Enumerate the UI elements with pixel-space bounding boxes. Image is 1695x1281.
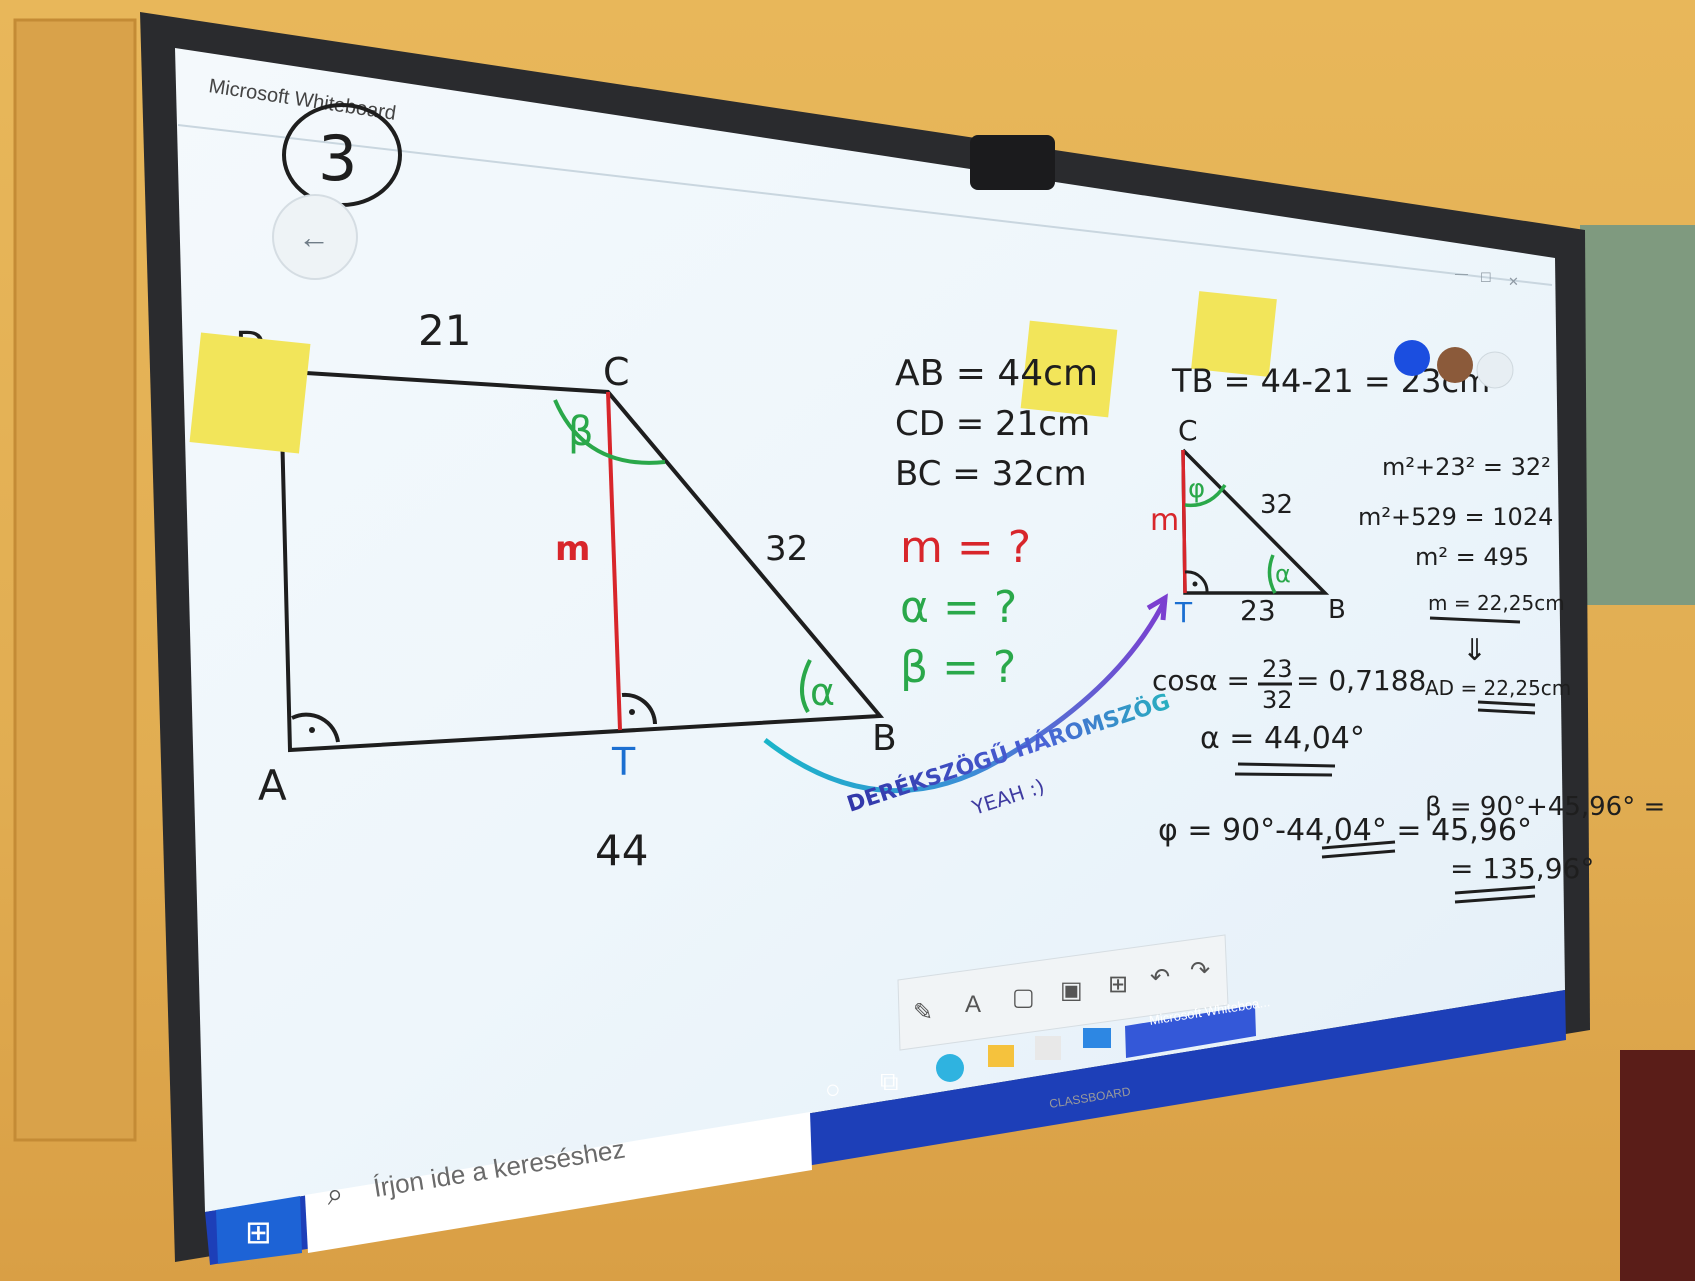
add-icon[interactable]: ⊞ [1108, 971, 1128, 998]
calc-m-result: m = 22,25cm [1428, 591, 1565, 615]
height-label: m [555, 529, 590, 569]
titlebar-divider [177, 124, 1553, 286]
calc-tb: TB = 44-21 = 23cm [1171, 362, 1490, 400]
toolbar-tools: ✎ A ▢ ▣ ⊞ ↶ ↷ [913, 957, 1210, 1026]
minimize-icon[interactable]: — [1455, 266, 1468, 281]
vertex-a-label: A [258, 761, 287, 810]
calc-cos-rhs: = 0,7188 [1296, 664, 1426, 697]
unknown-m: m = ? [900, 522, 1031, 573]
given-cd: CD = 21cm [895, 404, 1090, 444]
page-marker: 3 [318, 122, 357, 195]
vertex-b-label: B [872, 718, 897, 759]
sticky-note[interactable] [189, 332, 311, 454]
calc-phi-result: φ = 90°-44,04° = 45,96° [1158, 813, 1532, 848]
sticky-note[interactable] [1020, 320, 1118, 418]
given-ab: AB = 44cm [895, 353, 1098, 394]
calc-beta-result-2: = 135,96° [1450, 852, 1594, 885]
arrow-head [1146, 593, 1168, 621]
task-view-icon[interactable]: ⧉ [880, 1066, 899, 1096]
underline [1429, 616, 1521, 624]
underline [1321, 849, 1396, 859]
trapezoid-diagram [280, 370, 885, 753]
underline [1477, 700, 1536, 707]
triangle-phi-label: φ [1188, 474, 1205, 504]
side-top-label: 21 [418, 306, 471, 355]
calc-cos-num: 23 [1262, 655, 1293, 683]
side-bottom-label: 44 [595, 826, 648, 875]
note-icon[interactable]: ▢ [1012, 984, 1035, 1011]
right-triangle-diagram [1181, 448, 1330, 595]
side-right-label: 32 [765, 529, 808, 569]
underline [1234, 772, 1333, 777]
calc-beta-result-1: β = 90°+45,96° = [1425, 792, 1665, 822]
calc-alpha-result: α = 44,04° [1200, 721, 1365, 756]
undo-icon[interactable]: ↶ [1150, 964, 1170, 991]
search-icon: ⌕ [324, 1177, 346, 1212]
window-controls[interactable]: — ☐ ✕ [1455, 266, 1519, 289]
vertex-t-label: T [611, 740, 636, 784]
wall-panel-left [13, 18, 137, 1142]
maximize-icon[interactable]: ☐ [1480, 270, 1492, 285]
wall-box-right [1580, 225, 1695, 605]
triangle-alpha-label: α [1275, 560, 1291, 588]
arrow-left-icon: ← [298, 219, 330, 255]
calc-pyth-1: m²+23² = 32² [1382, 453, 1551, 481]
windows-icon: ⊞ [245, 1214, 272, 1250]
triangle-c-label: C [1178, 414, 1198, 447]
underline [1454, 894, 1536, 904]
underline [1321, 840, 1396, 850]
calc-cos-lhs: cosα = [1152, 664, 1250, 697]
store-icon[interactable] [1035, 1036, 1061, 1060]
back-button[interactable]: ← [272, 194, 358, 280]
triangle-b-label: B [1328, 595, 1346, 625]
curved-arrow [763, 598, 1168, 794]
calc-ad-result: AD = 22,25cm [1425, 676, 1571, 700]
more-icon[interactable] [1476, 351, 1514, 389]
edge-icon[interactable] [936, 1054, 964, 1082]
triangle-t-label: T [1174, 596, 1193, 629]
implies-arrow: ⇓ [1462, 634, 1487, 667]
triangle-base-label: 23 [1240, 594, 1276, 627]
triangle-m-label: m [1150, 503, 1179, 538]
mail-icon[interactable] [1083, 1028, 1111, 1048]
vertex-c-label: C [603, 350, 630, 394]
file-explorer-icon[interactable] [988, 1045, 1014, 1067]
angle-alpha-label: α [810, 670, 835, 714]
webcam [970, 135, 1055, 190]
redo-icon[interactable]: ↷ [1190, 957, 1210, 984]
triangle-hyp-label: 32 [1260, 490, 1293, 520]
close-icon[interactable]: ✕ [1508, 274, 1519, 289]
calc-pyth-3: m² = 495 [1415, 543, 1529, 571]
pen-icon[interactable]: ✎ [913, 999, 933, 1026]
whiteboard-toolbar [897, 934, 1229, 1051]
underline [1237, 762, 1336, 768]
underline [1454, 885, 1536, 895]
calc-cos-den: 32 [1262, 686, 1293, 714]
image-icon[interactable]: ▣ [1060, 977, 1083, 1004]
given-bc: BC = 32cm [895, 454, 1087, 494]
calc-pyth-2: m²+529 = 1024 [1358, 503, 1553, 531]
shelf-right [1620, 1050, 1695, 1281]
text-icon[interactable]: A [965, 991, 981, 1018]
underline [1477, 708, 1536, 715]
search-box[interactable] [305, 1112, 812, 1253]
active-app-tab[interactable] [1125, 1005, 1256, 1058]
sticky-note[interactable] [1191, 291, 1277, 377]
unknown-alpha: α = ? [900, 582, 1017, 633]
angle-beta-label: β [568, 409, 594, 455]
start-button[interactable] [216, 1196, 302, 1264]
taskbar-icons: ○ ⧉ [825, 1028, 1111, 1104]
avatar[interactable] [1394, 340, 1430, 376]
unknown-beta: β = ? [900, 642, 1016, 693]
avatar[interactable] [1437, 347, 1473, 383]
cortana-icon[interactable]: ○ [825, 1074, 841, 1104]
